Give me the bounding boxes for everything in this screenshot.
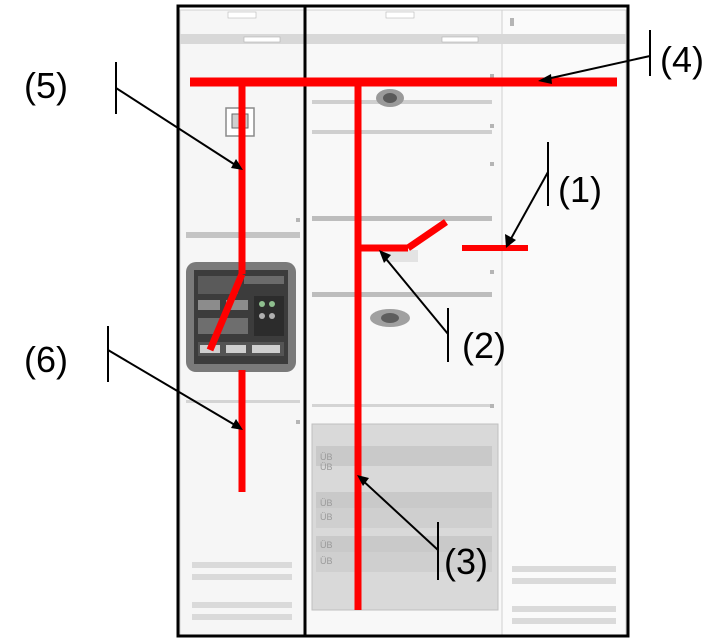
module-label: ÜB bbox=[320, 540, 333, 550]
callout-2-leader bbox=[381, 253, 449, 335]
cabinet-right-section bbox=[501, 9, 627, 636]
leader-lines bbox=[107, 30, 651, 580]
callout-label-2: (2) bbox=[462, 325, 506, 366]
callout-label-5: (5) bbox=[24, 65, 68, 106]
middle-divider-2 bbox=[312, 130, 492, 134]
breaker-blade bbox=[406, 219, 448, 251]
header-tab-middle bbox=[441, 36, 479, 43]
header-strip bbox=[180, 34, 626, 44]
callout-6-arrowhead bbox=[231, 419, 243, 430]
callout-label-4: (4) bbox=[660, 39, 704, 80]
switch-knob-top bbox=[376, 89, 404, 107]
callout-1-leader bbox=[507, 171, 549, 245]
callout-label-3: (3) bbox=[444, 541, 488, 582]
switch-knob-middle bbox=[370, 309, 410, 327]
callout-1-arrowhead bbox=[505, 234, 516, 248]
module-label: ÜB bbox=[320, 498, 333, 508]
edge-markers bbox=[296, 18, 514, 424]
header-tab-top-middle bbox=[385, 11, 415, 19]
middle-divider-4 bbox=[312, 292, 492, 297]
arrowheads bbox=[231, 74, 552, 486]
header-tab-top-left bbox=[227, 11, 257, 19]
module-label: ÜB bbox=[320, 462, 333, 472]
section-frames bbox=[176, 4, 630, 638]
module-block bbox=[311, 423, 499, 611]
callout-5-arrowhead bbox=[231, 159, 243, 170]
callout-labels: (1) (2) (3) (4) (5) (6) bbox=[24, 39, 704, 582]
bottom-text-blocks bbox=[192, 562, 616, 624]
module-label: ÜB bbox=[320, 452, 333, 462]
callout-label-6: (6) bbox=[24, 339, 68, 380]
left-switch-blade bbox=[206, 272, 246, 352]
breaker-housing bbox=[384, 250, 418, 262]
callout-label-1: (1) bbox=[558, 169, 602, 210]
callout-3-leader bbox=[359, 477, 439, 551]
module-label: ÜB bbox=[320, 512, 333, 522]
callout-2-arrowhead bbox=[379, 250, 391, 263]
callout-5-leader bbox=[115, 87, 241, 169]
callout-4-leader bbox=[541, 55, 651, 81]
right-frame bbox=[303, 4, 630, 638]
callout-6-leader bbox=[107, 349, 241, 429]
header-tab-left bbox=[243, 36, 281, 43]
module-label: ÜB bbox=[320, 556, 333, 566]
callout-4-arrowhead bbox=[538, 74, 552, 84]
cabinet: ÜB ÜB ÜB ÜB ÜB ÜB bbox=[179, 9, 627, 636]
middle-divider-5 bbox=[312, 404, 492, 407]
middle-divider-3 bbox=[312, 216, 492, 221]
callout-3-arrowhead bbox=[357, 475, 369, 486]
